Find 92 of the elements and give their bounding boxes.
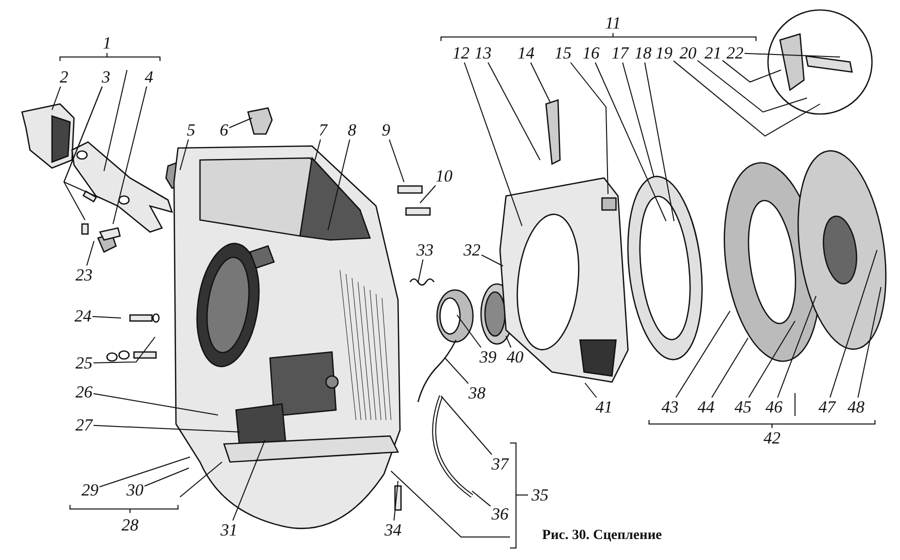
leader-line (506, 336, 512, 348)
leader-line (697, 60, 808, 113)
leader-line (328, 139, 350, 230)
leader-line (93, 336, 156, 364)
callout-number: 7 (318, 122, 328, 138)
callout-number: 40 (506, 348, 524, 366)
callout-number: 14 (518, 44, 534, 62)
leader-line (594, 62, 666, 222)
leader-line (673, 60, 820, 137)
callout-number: 25 (76, 354, 92, 372)
leader-line (584, 382, 597, 398)
callout-number: 12 (452, 44, 470, 62)
leader-line (228, 118, 252, 128)
callout-number: 15 (554, 44, 572, 62)
leader-line (93, 424, 240, 432)
callout-number: 2 (60, 68, 68, 86)
leader-line (644, 62, 674, 222)
callout-number: 26 (76, 384, 92, 400)
callout-number: 9 (382, 122, 390, 138)
leader-line (675, 310, 730, 398)
callout-number: 17 (612, 44, 628, 62)
leader-line (622, 62, 654, 178)
leader-line (314, 139, 321, 160)
leader-line (472, 490, 491, 507)
leader-line (711, 338, 748, 398)
callout-number: 27 (76, 416, 92, 434)
callout-number: 19 (656, 44, 672, 62)
callout-number: 34 (384, 522, 402, 538)
callout-number: 16 (582, 44, 600, 62)
leader-line (388, 139, 404, 182)
leader-line (144, 468, 190, 487)
leader-line (748, 320, 796, 398)
callout-number: 22 (726, 44, 744, 62)
callout-number: 43 (662, 398, 678, 416)
callout-number: 13 (474, 44, 492, 62)
leader-line (530, 62, 550, 102)
callout-number: 8 (348, 122, 356, 138)
group-number: 35 (532, 486, 548, 504)
callout-number: 20 (680, 44, 696, 62)
leader-line (86, 240, 94, 266)
callout-number: 41 (596, 398, 612, 416)
leader-line (481, 254, 504, 266)
leader-line (99, 456, 190, 488)
group-number: 28 (122, 516, 138, 534)
callout-number: 23 (76, 266, 92, 284)
leader-line (92, 316, 122, 318)
callout-number: 3 (102, 68, 110, 86)
callout-number: 46 (766, 398, 782, 416)
callout-number: 33 (416, 242, 434, 258)
callout-number: 18 (634, 44, 652, 62)
callout-number: 24 (74, 308, 92, 324)
leader-line (464, 62, 522, 226)
callout-number: 37 (492, 456, 508, 472)
callout-number: 48 (848, 398, 864, 416)
leader-line (112, 86, 148, 224)
callout-number: 31 (220, 522, 238, 538)
leader-line (93, 393, 218, 416)
callout-number: 21 (704, 44, 722, 62)
group-number: 11 (605, 14, 621, 32)
leader-line (440, 396, 492, 455)
leader-line (488, 62, 540, 160)
leader-line (52, 86, 62, 110)
callout-number: 6 (220, 122, 228, 138)
callout-number: 30 (126, 482, 144, 498)
group-number: 42 (764, 430, 780, 446)
leader-line (456, 314, 482, 348)
leader-line (418, 259, 424, 284)
callout-number: 36 (492, 506, 508, 522)
callout-number: 29 (82, 482, 98, 498)
leader-line (744, 52, 840, 58)
callout-number: 44 (698, 398, 714, 416)
group-number: 1 (102, 34, 112, 52)
leader-line (180, 139, 189, 170)
callout-number: 47 (818, 398, 836, 416)
leader-line (232, 440, 266, 521)
leader-line (777, 296, 816, 398)
callout-number: 4 (144, 68, 154, 86)
callout-number: 32 (464, 242, 480, 258)
callout-number: 38 (468, 384, 486, 402)
leader-line (722, 60, 782, 83)
leader-line (857, 286, 882, 398)
leader-line (393, 480, 398, 521)
figure-caption: Рис. 30. Сцепление (542, 528, 662, 544)
leader-line (63, 86, 103, 220)
callout-number: 45 (734, 398, 752, 416)
callout-number: 5 (186, 122, 196, 138)
callout-number: 39 (480, 348, 496, 366)
leader-line (570, 62, 608, 194)
leader-line (830, 250, 878, 398)
leader-line (444, 358, 469, 384)
callout-number: 10 (436, 168, 452, 184)
leader-line (420, 185, 436, 204)
